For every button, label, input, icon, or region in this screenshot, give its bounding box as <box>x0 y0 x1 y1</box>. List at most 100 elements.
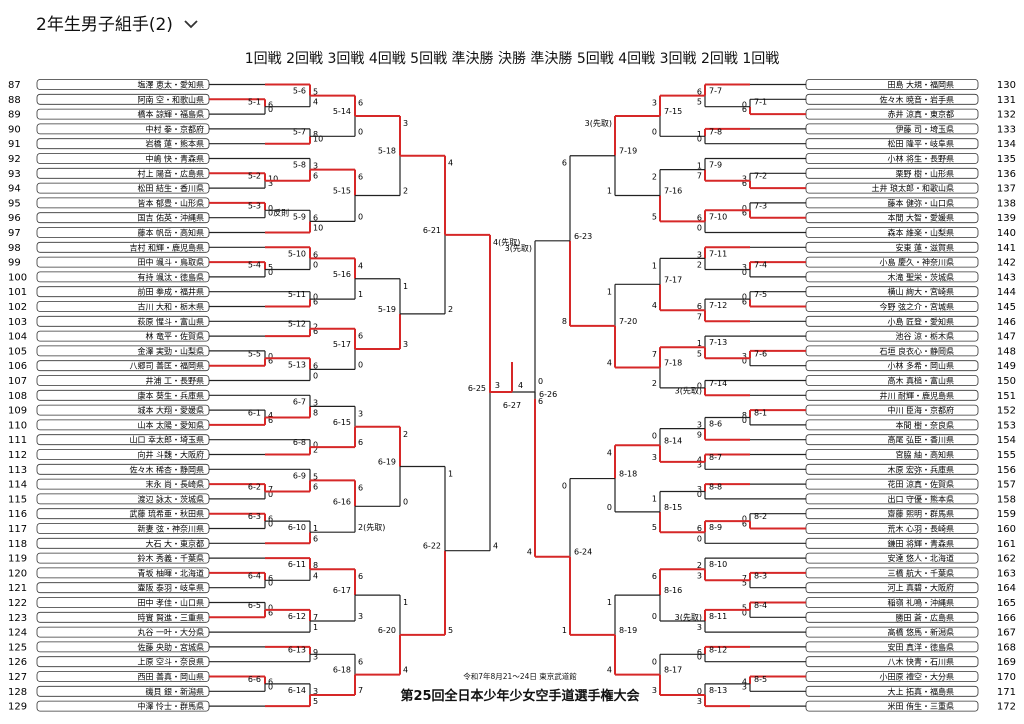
score: 6 <box>313 172 318 181</box>
player-number: 160 <box>997 524 1016 535</box>
player-number: 161 <box>997 539 1016 550</box>
player-name: 岩橋 蓮・熊本県 <box>145 139 204 149</box>
player-name: 大石 大・東京都 <box>145 538 204 548</box>
match-label: 6-8 <box>293 438 306 447</box>
match-label: 6-10 <box>288 523 306 532</box>
match-label: 6-9 <box>293 471 306 480</box>
player-name: 康本 葵生・兵庫県 <box>137 390 204 400</box>
player-number: 121 <box>8 583 27 594</box>
match-label: 6-27 <box>503 401 521 410</box>
player-number: 117 <box>8 524 27 535</box>
player-name: 吉村 和輝・鹿児島県 <box>129 242 204 252</box>
player-name: 荒木 心羽・長崎県 <box>887 524 954 534</box>
player-number: 101 <box>8 287 27 298</box>
player-number: 135 <box>997 154 1016 165</box>
chevron-down-icon[interactable] <box>184 19 198 29</box>
match-label: 7-14 <box>709 379 727 388</box>
player-name: 古川 大和・栃木県 <box>137 302 204 312</box>
score: 1 <box>607 598 612 607</box>
score: 3 <box>358 409 363 418</box>
score: 1 <box>313 623 318 632</box>
player-number: 132 <box>997 110 1016 121</box>
score: 0 <box>742 268 747 277</box>
player-number: 104 <box>8 332 27 343</box>
score: 5 <box>448 626 453 635</box>
match-label: 5-7 <box>293 127 306 136</box>
score: 6 <box>358 572 363 581</box>
score: 3 <box>697 250 702 259</box>
player-number: 142 <box>997 258 1016 269</box>
player-number: 106 <box>8 361 27 372</box>
player-number: 133 <box>997 124 1016 135</box>
score: 0 <box>652 432 657 441</box>
player-number: 115 <box>8 494 27 505</box>
score: 2(先取) <box>358 522 385 532</box>
player-name: 森本 維楽・山梨県 <box>887 228 954 238</box>
player-number: 110 <box>8 420 27 431</box>
score: 3 <box>313 162 318 171</box>
player-number: 146 <box>997 317 1016 328</box>
player-name: 田中 孝佳・山口県 <box>137 598 204 608</box>
match-label: 5-12 <box>288 320 306 329</box>
score: 6 <box>313 250 318 259</box>
score: 2 <box>313 446 318 455</box>
round-headers: 1回戦 2回戦 3回戦 4回戦 5回戦 準決勝 決勝 準決勝 5回戦 4回戦 3… <box>244 51 780 67</box>
score: 6 <box>313 298 318 307</box>
player-number: 154 <box>997 435 1016 446</box>
player-name: 青坂 柚暉・北海道 <box>137 568 204 578</box>
match-label: 5-19 <box>378 305 396 314</box>
match-label: 8-16 <box>664 586 682 595</box>
score: 0 <box>742 204 747 213</box>
score: 0 <box>268 490 273 499</box>
match-label: 5-3 <box>248 201 261 210</box>
player-number: 172 <box>997 702 1016 713</box>
score: 9 <box>313 648 318 657</box>
score: 4 <box>607 666 612 675</box>
score: 0 <box>742 515 747 524</box>
player-name: 城本 大翔・愛媛県 <box>137 405 204 415</box>
score: 2 <box>652 173 657 182</box>
score: 1 <box>562 626 567 635</box>
match-label: 7-2 <box>754 172 767 181</box>
score: 0 <box>652 127 657 136</box>
player-name: 小田原 禮空・大分県 <box>879 672 954 682</box>
match-label: 7-20 <box>619 317 637 326</box>
player-name: 佐藤 央助・宮城県 <box>137 642 204 652</box>
match-label: 5-14 <box>333 107 351 116</box>
player-number: 95 <box>8 198 21 209</box>
score: 0 <box>268 520 273 529</box>
score: 7 <box>652 350 657 359</box>
player-name: 壷阪 泰羽・岐阜県 <box>137 583 204 593</box>
player-name: 皆本 郁豊・山形県 <box>137 198 204 208</box>
player-name: 栗野 樹・山形県 <box>895 168 954 178</box>
player-name: 山口 幸太郎・埼玉県 <box>129 435 204 445</box>
score: 5 <box>742 579 747 588</box>
player-name: 花田 涼真・佐賀県 <box>887 479 954 489</box>
match-label: 8-10 <box>709 560 727 569</box>
score: 2 <box>313 322 318 331</box>
score: 0 <box>268 268 273 277</box>
player-number: 129 <box>8 702 27 713</box>
score: 1 <box>607 287 612 296</box>
player-number: 169 <box>997 657 1016 668</box>
event-name: 第25回全日本少年少女空手道選手権大会 <box>400 689 640 704</box>
score: 0 <box>742 357 747 366</box>
score: 5 <box>742 604 747 613</box>
score: 6 <box>268 574 273 583</box>
score: 0 <box>652 612 657 621</box>
player-number: 114 <box>8 480 27 491</box>
score: 7 <box>742 574 747 583</box>
match-label: 5-9 <box>293 212 306 221</box>
score: 7 <box>268 485 273 494</box>
player-number: 134 <box>997 139 1016 150</box>
match-label: 5-10 <box>288 249 306 258</box>
match-label: 6-14 <box>288 686 306 695</box>
score: 0 <box>268 579 273 588</box>
score: 0 <box>268 604 273 613</box>
score: 6 <box>358 99 363 108</box>
score: 5 <box>313 88 318 97</box>
player-number: 136 <box>997 169 1016 180</box>
player-number: 113 <box>8 465 27 476</box>
score: 0 <box>697 653 702 662</box>
match-label: 8-12 <box>709 645 727 654</box>
